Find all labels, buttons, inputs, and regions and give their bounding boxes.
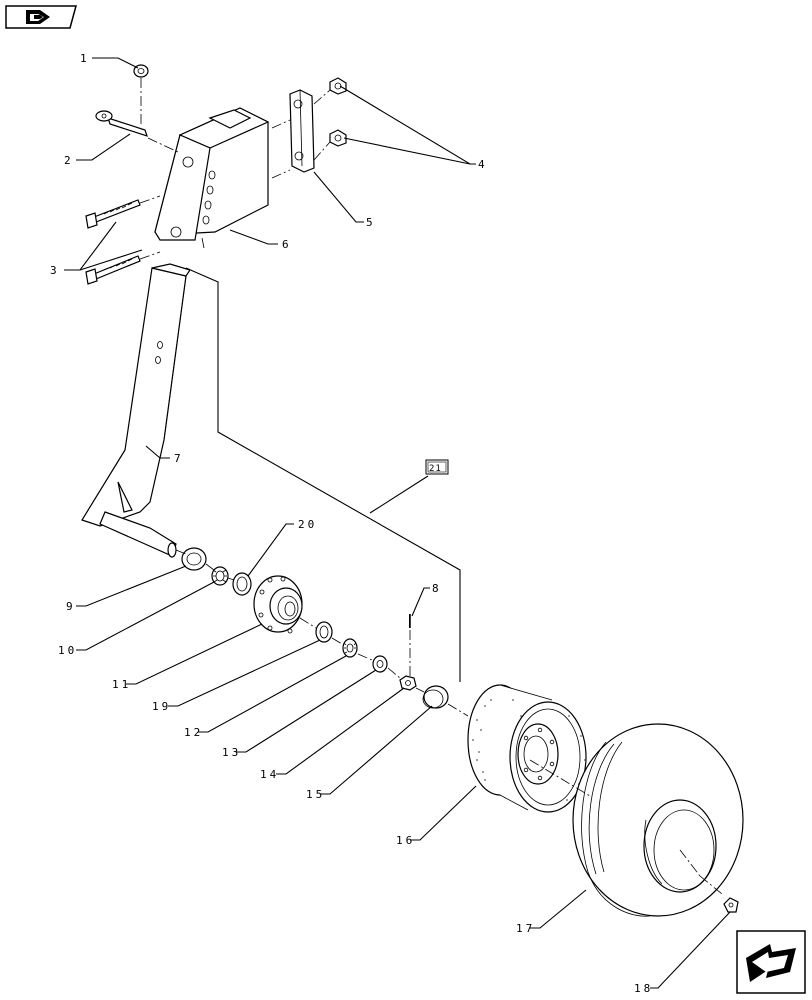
part-3-bolt-upper [85,199,141,229]
assembly-axis-lines [139,78,723,895]
part-13-washer [372,655,388,673]
back-button[interactable] [5,5,77,29]
callout-21-box [425,459,449,475]
callout-9: 9 [66,600,76,613]
callout-21: 21 [429,464,442,474]
callout-1: 1 [80,52,90,65]
part-18-valve [723,897,739,913]
callout-8: 8 [432,582,442,595]
part-16-wheel-rim [467,684,588,813]
part-10-bearing-cone [211,566,229,586]
part-8-cotter-pin [409,614,412,628]
part-5-plate [289,89,315,173]
callout-11: 11 [112,678,131,691]
callout-2: 2 [64,154,74,167]
part-11-hub [253,575,303,634]
callout-20: 20 [298,518,317,531]
callout-17: 17 [516,922,535,935]
callout-18: 18 [634,982,653,995]
part-17-tire [572,723,744,917]
callout-leaders [64,57,731,989]
part-2-clevis-pin [95,110,148,137]
callout-16: 16 [396,834,415,847]
part-15-hub-cap [422,685,449,709]
part-14-castle-nut [399,675,417,691]
callout-6: 6 [282,238,292,251]
forward-button[interactable] [736,930,806,994]
part-7-arm [81,263,191,558]
part-6-bracket [154,107,270,249]
callout-12: 12 [184,726,203,739]
callout-19: 19 [152,700,171,713]
part-4-nut-upper [329,77,347,95]
callout-14: 14 [260,768,279,781]
part-3-bolt-lower [85,255,141,285]
back-arrow-icon [26,10,50,24]
callout-7: 7 [174,452,184,465]
callout-15: 15 [306,788,325,801]
part-4-nut-lower [329,129,347,147]
callout-13: 13 [222,746,241,759]
callout-labels: 1 2 3 4 5 6 7 8 9 10 11 12 13 14 15 16 1… [50,52,653,995]
part-19-bearing-cup [315,621,333,643]
part-12-bearing [342,638,358,658]
callout-3: 3 [50,264,60,277]
callout-10: 10 [58,644,77,657]
callout-4: 4 [478,158,488,171]
part-9-seal [181,547,207,571]
callout-5: 5 [366,216,376,229]
forward-arrow-icon [746,944,796,982]
part-20-bearing-cup [232,572,252,596]
assembly-group-leader [185,267,461,682]
